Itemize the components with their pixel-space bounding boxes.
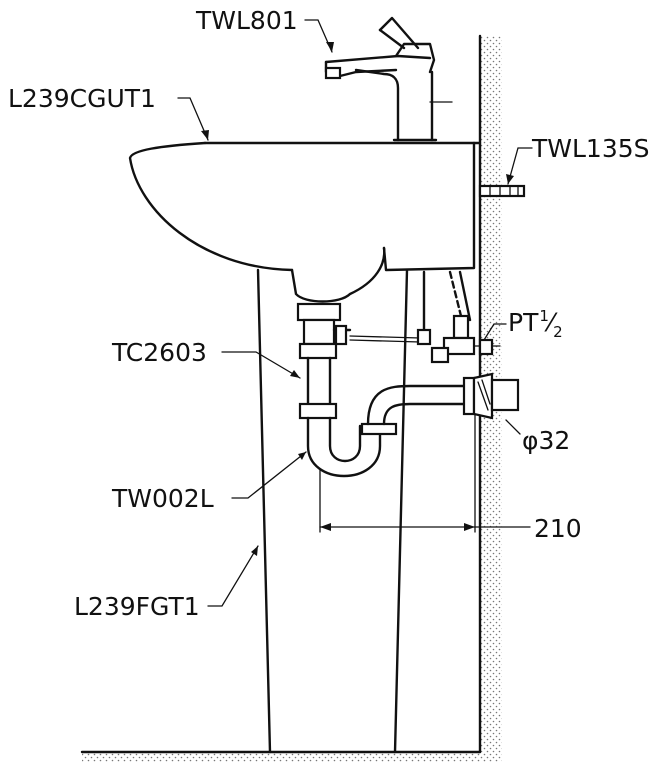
label-drain: TC2603 — [112, 338, 207, 367]
drain-and-trap — [296, 302, 520, 478]
leader-lines — [177, 19, 533, 607]
label-faucet: TWL801 — [196, 6, 298, 35]
label-thread: PT1⁄2 — [508, 307, 563, 340]
label-dimension: 210 — [534, 514, 582, 543]
label-pipe-diameter: φ32 — [522, 426, 571, 455]
thread-numerator: 1 — [539, 307, 549, 325]
label-bolt: TWL135S — [532, 134, 650, 163]
basin — [128, 141, 482, 303]
dimension-210 — [319, 413, 531, 533]
pedestal — [256, 268, 409, 754]
label-pedestal: L239FGT1 — [74, 592, 200, 621]
thread-denominator: 2 — [553, 323, 563, 341]
thread-text: PT — [508, 308, 539, 337]
label-trap: TW002L — [112, 484, 214, 513]
label-basin: L239CGUT1 — [8, 84, 156, 113]
floor-section — [80, 750, 502, 762]
thread-slash: ⁄ — [548, 308, 554, 337]
supply-valve — [349, 270, 501, 364]
wall-bolt — [478, 184, 526, 198]
faucet — [324, 16, 453, 142]
